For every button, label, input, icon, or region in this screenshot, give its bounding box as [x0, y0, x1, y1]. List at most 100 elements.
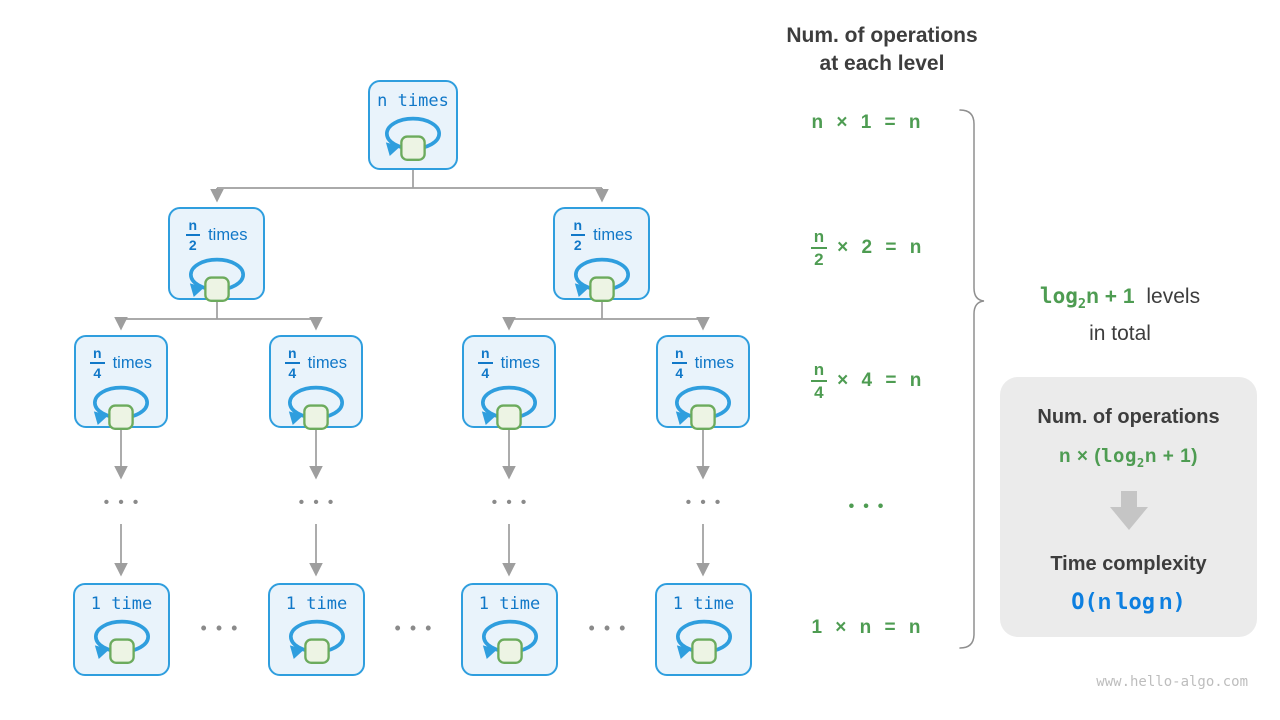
- log-term: log2: [1101, 445, 1145, 470]
- loop-icon: [186, 256, 248, 308]
- node-label-text: 1 time: [672, 594, 735, 614]
- fraction-numerator: n: [810, 361, 828, 382]
- tree-node-l2-right: n 2 times: [553, 207, 650, 302]
- loop-icon: [673, 618, 735, 670]
- node-label: 1 time: [673, 594, 734, 614]
- node-label: n 4 times: [672, 346, 734, 380]
- fraction-numerator: n: [672, 346, 687, 364]
- time-complexity-title: Time complexity: [1050, 553, 1207, 575]
- row-ellipsis: •••: [200, 618, 247, 638]
- fraction-numerator: n: [285, 346, 300, 364]
- loop-icon: [285, 384, 347, 436]
- node-label-text: times: [307, 353, 347, 372]
- levels-brace: [959, 109, 985, 649]
- fraction-numerator: n: [478, 346, 493, 364]
- levels-in-total-label: log2n + 1 levels in total: [1005, 282, 1235, 348]
- down-arrow-icon: [1109, 491, 1148, 530]
- fraction-numerator: n: [810, 228, 828, 249]
- fraction-denominator: 4: [93, 365, 102, 381]
- column-ellipsis: •••: [103, 494, 148, 511]
- fraction: n 4: [672, 346, 687, 380]
- loop-icon: [479, 618, 541, 670]
- in-total-word: in total: [1089, 322, 1151, 346]
- node-label: n 2 times: [570, 218, 633, 253]
- column-ellipsis: •••: [298, 494, 343, 511]
- tree-node-root: n times: [368, 80, 458, 170]
- fraction-numerator: n: [570, 218, 586, 236]
- log-term-rest: n + 1: [1086, 285, 1135, 308]
- tree-node-l4-1: 1 time: [73, 583, 170, 676]
- loop-icon: [382, 115, 444, 167]
- header-line2: at each level: [819, 52, 945, 75]
- tree-node-l3-2: n 4 times: [269, 335, 363, 430]
- fraction-numerator: n: [185, 218, 201, 236]
- watermark: www.hello-algo.com: [1096, 674, 1248, 690]
- loop-icon: [672, 384, 734, 436]
- node-label-text: 1 time: [478, 594, 541, 614]
- node-label: n 4 times: [478, 346, 540, 380]
- node-label: 1 time: [286, 594, 347, 614]
- fraction: n 4: [90, 346, 105, 380]
- equation-ellipsis: •••: [848, 498, 893, 515]
- ops-per-level-header: Num. of operations at each level: [762, 22, 1002, 78]
- equation-level-3: n 4 × 4 = n: [786, 361, 946, 401]
- node-label: 1 time: [91, 594, 152, 614]
- equation-level-1: n × 1 = n: [811, 112, 921, 133]
- loop-icon: [90, 384, 152, 436]
- tree-node-l3-4: n 4 times: [656, 335, 750, 430]
- node-label: n 4 times: [90, 346, 152, 380]
- node-label: n 4 times: [285, 346, 347, 380]
- fraction: n 2: [570, 218, 586, 253]
- tree-node-l3-1: n 4 times: [74, 335, 168, 430]
- row-ellipsis: •••: [394, 618, 441, 638]
- node-label-text: times: [208, 225, 248, 244]
- fraction-denominator: 4: [675, 365, 684, 381]
- loop-icon: [91, 618, 153, 670]
- fraction: n 4: [810, 361, 828, 402]
- equation-rest: × 4 = n: [837, 370, 922, 391]
- header-line1: Num. of operations: [786, 24, 978, 47]
- operations-formula: n × (log2n + 1): [1058, 445, 1198, 470]
- equation-level-2: n 2 × 2 = n: [786, 228, 946, 268]
- tree-node-l2-left: n 2 times: [168, 207, 265, 302]
- node-label: 1 time: [479, 594, 540, 614]
- equation-rest: × 2 = n: [837, 237, 922, 258]
- loop-icon: [571, 256, 633, 308]
- tree-node-l4-3: 1 time: [461, 583, 558, 676]
- fraction-denominator: 2: [188, 237, 197, 253]
- levels-word: levels: [1146, 285, 1201, 308]
- node-label-text: times: [694, 353, 734, 372]
- loop-icon: [478, 384, 540, 436]
- fraction-denominator: 2: [573, 237, 582, 253]
- fraction-denominator: 4: [481, 365, 490, 381]
- fraction-denominator: 4: [814, 383, 824, 402]
- node-label-text: times: [500, 353, 540, 372]
- loop-icon: [286, 618, 348, 670]
- node-label-text: times: [593, 225, 633, 244]
- tree-node-l4-2: 1 time: [268, 583, 365, 676]
- fraction: n 2: [810, 228, 828, 269]
- fraction: n 2: [185, 218, 201, 253]
- node-label-text: 1 time: [285, 594, 348, 614]
- node-label-text: times: [112, 353, 152, 372]
- fraction-denominator: 4: [288, 365, 297, 381]
- fraction: n 4: [478, 346, 493, 380]
- node-label: n times: [377, 91, 449, 111]
- summary-panel: Num. of operations n × (log2n + 1) Time …: [1000, 377, 1257, 637]
- fraction-numerator: n: [90, 346, 105, 364]
- equation-level-last: 1 × n = n: [811, 617, 921, 638]
- node-label: n 2 times: [185, 218, 248, 253]
- node-label-text: n times: [377, 91, 449, 111]
- fraction: n 4: [285, 346, 300, 380]
- tree-node-l4-4: 1 time: [655, 583, 752, 676]
- log-term: log2: [1039, 284, 1087, 313]
- row-ellipsis: •••: [588, 618, 635, 638]
- column-ellipsis: •••: [685, 494, 730, 511]
- node-label-text: 1 time: [90, 594, 153, 614]
- fraction-denominator: 2: [814, 250, 824, 269]
- summary-title: Num. of operations: [1037, 406, 1220, 428]
- column-ellipsis: •••: [491, 494, 536, 511]
